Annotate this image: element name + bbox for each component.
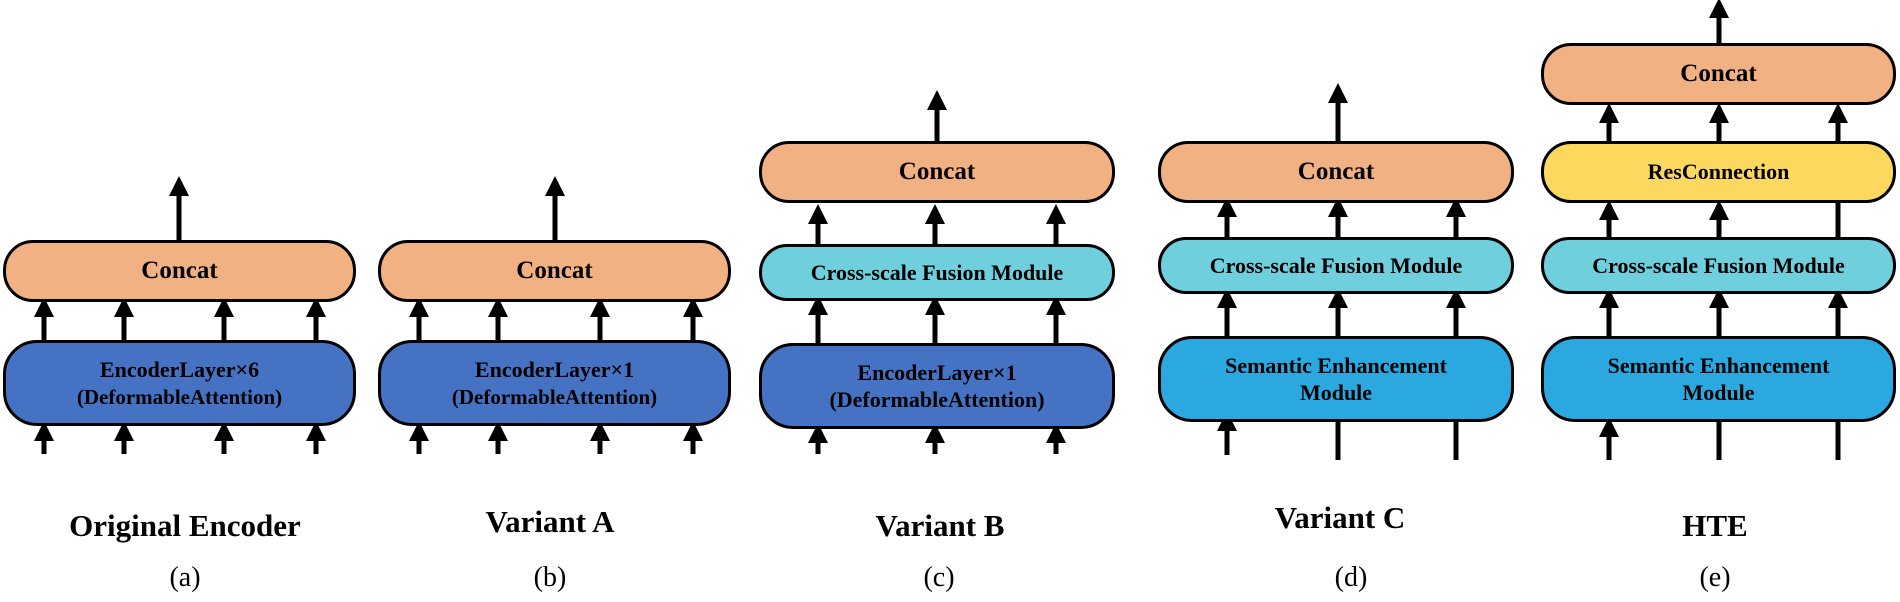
panel-title-e: HTE (1682, 508, 1748, 543)
panel-subtitle-e: (e) (1699, 562, 1731, 593)
panel-subtitle-a: (a) (169, 562, 201, 593)
concat-box-d: Concat (1158, 141, 1514, 203)
cross-scale-fusion-box-e: Cross-scale Fusion Module (1541, 237, 1896, 294)
concat-label-d: Concat (1297, 158, 1375, 186)
encoder-layer-label-c: EncoderLayer×1 (857, 359, 1017, 385)
panel-subtitle-c: (c) (923, 562, 955, 593)
concat-label-a: Concat (141, 257, 218, 285)
panel-subtitle-b: (b) (533, 562, 567, 593)
panel-title-a: Original Encoder (69, 508, 301, 543)
concat-box-a: Concat (3, 240, 356, 302)
deformable-attention-label-c: (DeformableAttention) (829, 387, 1045, 412)
semantic-enhancement-box-d: Semantic Enhancement Module (1158, 336, 1514, 422)
concat-label-b: Concat (516, 257, 593, 285)
encoder-layer-box-a: EncoderLayer×6 (DeformableAttention) (3, 340, 356, 426)
semantic-enhancement-label-e1: Semantic Enhancement (1607, 352, 1830, 378)
cross-scale-fusion-label-d: Cross-scale Fusion Module (1209, 252, 1463, 278)
resconnection-label-e: ResConnection (1647, 159, 1790, 185)
encoder-layer-label-a: EncoderLayer×6 (99, 357, 260, 383)
deformable-attention-label-a: (DeformableAttention) (76, 384, 283, 409)
semantic-enhancement-label-e2: Module (1682, 380, 1755, 405)
semantic-enhancement-label-d2: Module (1299, 380, 1373, 405)
cross-scale-fusion-box-d: Cross-scale Fusion Module (1158, 237, 1514, 294)
panel-subtitle-d: (d) (1334, 562, 1368, 593)
concat-box-b: Concat (378, 240, 731, 302)
deformable-attention-label-b: (DeformableAttention) (451, 384, 658, 409)
cross-scale-fusion-label-c: Cross-scale Fusion Module (810, 259, 1064, 285)
cross-scale-fusion-label-e: Cross-scale Fusion Module (1592, 252, 1845, 278)
encoder-layer-label-b: EncoderLayer×1 (474, 357, 635, 383)
flow-arrows (34, 0, 1848, 460)
resconnection-box-e: ResConnection (1541, 141, 1896, 203)
semantic-enhancement-label-d1: Semantic Enhancement (1225, 352, 1447, 378)
concat-label-c: Concat (898, 158, 976, 186)
panel-title-c: Variant B (875, 508, 1005, 543)
concat-box-c: Concat (759, 141, 1115, 203)
cross-scale-fusion-box-c: Cross-scale Fusion Module (759, 244, 1115, 301)
panel-title-d: Variant C (1274, 500, 1406, 535)
semantic-enhancement-box-e: Semantic Enhancement Module (1541, 336, 1896, 422)
encoder-layer-box-c: EncoderLayer×1 (DeformableAttention) (759, 343, 1115, 429)
encoder-layer-box-b: EncoderLayer×1 (DeformableAttention) (378, 340, 731, 426)
concat-box-e: Concat (1541, 43, 1896, 105)
concat-label-e: Concat (1680, 60, 1757, 88)
panel-title-b: Variant A (485, 504, 615, 539)
